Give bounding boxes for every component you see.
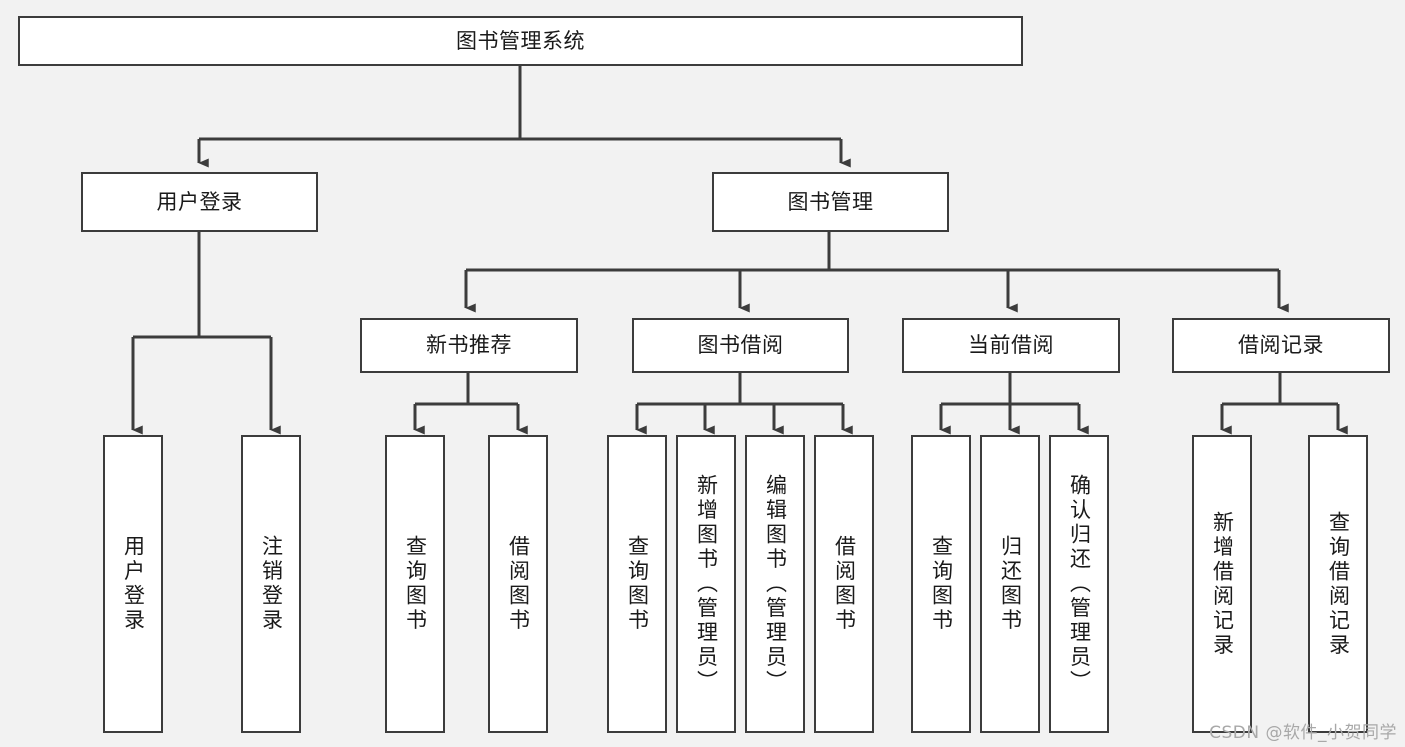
node-label: 借阅记录	[1238, 333, 1324, 358]
csdn-watermark: CSDN @软件_小贺同学	[1209, 723, 1397, 743]
node-leaf-borrow-book[interactable]: 借阅图书	[814, 435, 874, 733]
node-leaf-logout[interactable]: 注销登录	[241, 435, 301, 733]
node-borrow-record[interactable]: 借阅记录	[1172, 318, 1390, 373]
node-leaf-query-borrow-record[interactable]: 查询借阅记录	[1308, 435, 1368, 733]
node-label: 图书管理系统	[456, 28, 585, 53]
node-label: 查询图书	[929, 535, 954, 633]
node-leaf-query-book-current[interactable]: 查询图书	[911, 435, 971, 733]
node-root-book-management-system[interactable]: 图书管理系统	[18, 16, 1023, 66]
node-label: 注销登录	[259, 535, 284, 633]
node-label: 查询图书	[625, 535, 650, 633]
node-label: 新增借阅记录	[1210, 510, 1235, 658]
node-leaf-user-login[interactable]: 用户登录	[103, 435, 163, 733]
node-label: 新增图书（管理员）	[694, 473, 719, 695]
node-label: 归还图书	[998, 535, 1023, 633]
node-leaf-query-book-borrow[interactable]: 查询图书	[607, 435, 667, 733]
node-label: 图书借阅	[697, 333, 784, 358]
node-new-book-recommend[interactable]: 新书推荐	[360, 318, 578, 373]
node-current-borrow[interactable]: 当前借阅	[902, 318, 1120, 373]
node-label: 编辑图书（管理员）	[763, 473, 788, 695]
node-user-login[interactable]: 用户登录	[81, 172, 318, 232]
node-label: 图书管理	[787, 189, 874, 214]
node-label: 新书推荐	[426, 333, 512, 358]
node-label: 查询图书	[403, 535, 428, 633]
node-leaf-return-book[interactable]: 归还图书	[980, 435, 1040, 733]
node-label: 确认归还（管理员）	[1067, 473, 1092, 695]
node-label: 借阅图书	[506, 535, 531, 633]
node-label: 借阅图书	[832, 535, 857, 633]
node-leaf-add-book-admin[interactable]: 新增图书（管理员）	[676, 435, 736, 733]
node-leaf-borrow-book-recommend[interactable]: 借阅图书	[488, 435, 548, 733]
node-label: 用户登录	[156, 189, 243, 214]
node-leaf-edit-book-admin[interactable]: 编辑图书（管理员）	[745, 435, 805, 733]
node-label: 查询借阅记录	[1326, 510, 1351, 658]
node-leaf-add-borrow-record[interactable]: 新增借阅记录	[1192, 435, 1252, 733]
node-book-borrow[interactable]: 图书借阅	[632, 318, 849, 373]
node-leaf-query-book-recommend[interactable]: 查询图书	[385, 435, 445, 733]
node-leaf-confirm-return-admin[interactable]: 确认归还（管理员）	[1049, 435, 1109, 733]
node-book-management[interactable]: 图书管理	[712, 172, 949, 232]
node-label: 当前借阅	[968, 333, 1054, 358]
node-label: 用户登录	[121, 535, 146, 633]
